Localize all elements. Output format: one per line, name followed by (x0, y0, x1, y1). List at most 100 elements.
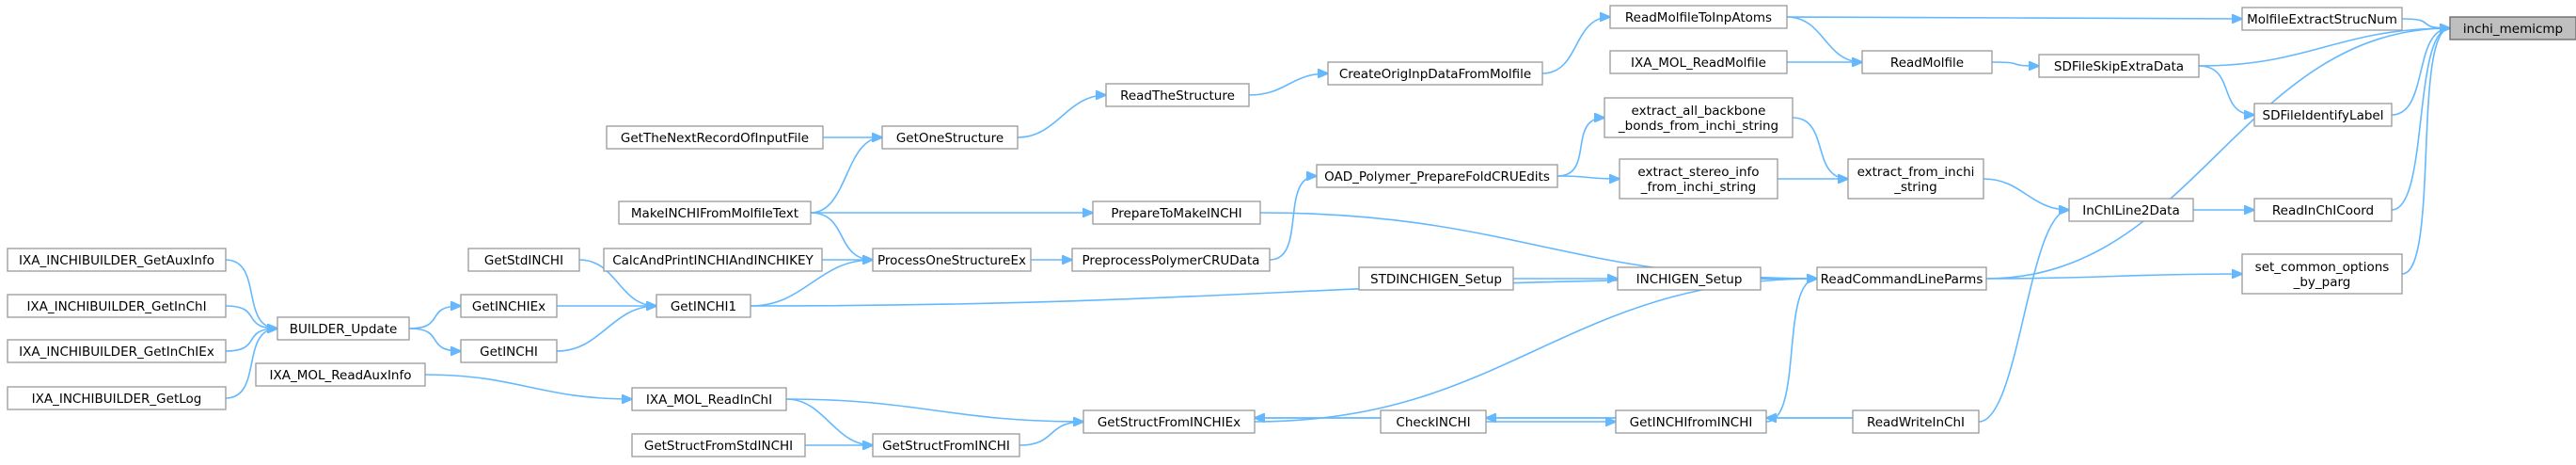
node-ixa-inchibuilder-getauxinfo[interactable]: IXA_INCHIBUILDER_GetAuxInfo (7, 248, 227, 272)
node-calcandprintinchiandinchikey[interactable]: CalcAndPrintINCHIAndINCHIKEY (603, 248, 823, 272)
node-getstructfrominchiex[interactable]: GetStructFromINCHIEx (1083, 409, 1256, 434)
node-label: GetINCHI (480, 345, 538, 360)
node-oad-polymer-preparefoldcruedits[interactable]: OAD_Polymer_PrepareFoldCRUEdits (1316, 164, 1558, 188)
node-box (1358, 266, 1514, 291)
node-label: IXA_MOL_ReadInChI (646, 393, 772, 408)
node-builder-update[interactable]: BUILDER_Update (277, 316, 410, 341)
node-readcommandlineparms[interactable]: ReadCommandLineParms (1816, 266, 1987, 291)
node-label: ReadTheStructure (1120, 88, 1235, 104)
node-getstdinchi[interactable]: GetStdINCHI (467, 248, 580, 272)
node-extract-all-backbone[interactable]: extract_all_backbone_bonds_from_inchi_st… (1604, 97, 1794, 138)
node-preprocesspolymercrudata[interactable]: PreprocessPolymerCRUData (1071, 248, 1271, 272)
node-getinchiex[interactable]: GetINCHIEx (460, 294, 558, 318)
node-label: extract_all_backbone (1632, 104, 1766, 119)
edge-builder-update-to-getinchi (408, 328, 461, 351)
node-ixa-inchibuilder-getinchiex[interactable]: IXA_INCHIBUILDER_GetInChIEx (7, 339, 227, 363)
node-label: _by_parg (2293, 275, 2351, 290)
node-stdinchigen-setup[interactable]: STDINCHIGEN_Setup (1358, 266, 1514, 291)
edge-getinchi1-to-processonestructureex (750, 260, 873, 307)
node-inchiline2data[interactable]: InChILine2Data (2068, 198, 2194, 222)
node-readthestructure[interactable]: ReadTheStructure (1105, 83, 1250, 107)
edge-readcommandlineparms-to-set-common-options-by-parg (1985, 274, 2242, 280)
node-set-common-options-by-parg[interactable]: set_common_options_by_parg (2241, 253, 2403, 295)
node-label: inchi_memicmp (2463, 22, 2563, 37)
node-label: PrepareToMakeINCHI (1111, 206, 1241, 221)
edge-readmolfiletoinpatoms-to-readmolfile (1786, 16, 1862, 62)
edge-getstructfrominchiex-to-readcommandlineparms (1254, 279, 1817, 423)
node-label: extract_stereo_info (1637, 165, 1759, 180)
node-label: GetINCHIEx (472, 299, 545, 314)
node-sdfileskipextradata[interactable]: SDFileSkipExtraData (2038, 54, 2200, 78)
node-getinchifrominchi[interactable]: GetINCHIfromINCHI (1615, 409, 1767, 434)
node-readmolfiletoinpatoms[interactable]: ReadMolfileToInpAtoms (1609, 5, 1788, 29)
node-box (255, 362, 426, 387)
node-label: GetINCHI1 (671, 299, 736, 314)
node-box (7, 248, 227, 272)
node-label: ReadInChICoord (2272, 203, 2374, 218)
node-box (872, 248, 1032, 272)
node-getstructfromstdinchi[interactable]: GetStructFromStdINCHI (631, 433, 806, 457)
node-box (2241, 253, 2403, 295)
edge-oad-polymer-preparefoldcruedits-to-extract-all-backbone (1557, 118, 1604, 177)
edge-extract-all-backbone-to-extract-from-inchi-string (1792, 117, 1848, 179)
edge-readinchicoord-to-inchi-memicmp (2391, 28, 2450, 211)
edge-extract-from-inchi-string-to-inchiline2data (1983, 178, 2069, 210)
node-label: IXA_INCHIBUILDER_GetInChIEx (19, 345, 214, 360)
node-box (277, 316, 410, 341)
edge-ixa-mol-readinchi-to-getstructfrominchi (785, 398, 873, 445)
node-sdfileidentifylabel[interactable]: SDFileIdentifyLabel (2253, 103, 2393, 127)
node-getstructfrominchi[interactable]: GetStructFromINCHI (872, 433, 1020, 457)
node-getinchi1[interactable]: GetINCHI1 (656, 294, 751, 318)
node-label: ReadCommandLineParms (1821, 272, 1983, 287)
edge-builder-update-to-getinchiex (408, 306, 461, 329)
node-label: _bonds_from_inchi_string (1618, 119, 1778, 134)
node-box (1615, 409, 1767, 434)
node-label: SDFileSkipExtraData (2054, 59, 2184, 74)
node-box (1847, 158, 1984, 200)
edge-ixa-inchibuilder-getlog-to-builder-update (225, 329, 277, 399)
node-readinchicoord[interactable]: ReadInChICoord (2253, 198, 2393, 222)
node-readmolfile[interactable]: ReadMolfile (1861, 50, 1993, 74)
node-readwriteinchi[interactable]: ReadWriteInChI (1852, 409, 1980, 434)
node-box (2241, 7, 2403, 31)
node-box (1316, 164, 1558, 188)
node-label: GetTheNextRecordOfInputFile (621, 131, 809, 146)
node-ixa-inchibuilder-getlog[interactable]: IXA_INCHIBUILDER_GetLog (7, 386, 227, 410)
node-createoriginpdatafrommolfile[interactable]: CreateOrigInpDataFromMolfile (1327, 61, 1543, 86)
node-label: STDINCHIGEN_Setup (1370, 272, 1502, 287)
edge-sdfileskipextradata-to-inchi-memicmp (2198, 28, 2450, 67)
node-checkinchi[interactable]: CheckINCHI (1380, 409, 1487, 434)
node-box (460, 294, 558, 318)
edge-makeinchifrommolfiletext-to-processonestructureex (810, 212, 873, 260)
node-makeinchifrommolfiletext[interactable]: MakeINCHIFromMolfileText (618, 200, 812, 225)
node-getinchi[interactable]: GetINCHI (460, 339, 558, 363)
node-getthenextrecordofinputfile[interactable]: GetTheNextRecordOfInputFile (606, 125, 824, 150)
node-ixa-mol-readmolfile[interactable]: IXA_MOL_ReadMolfile (1609, 50, 1788, 74)
node-box (618, 200, 812, 225)
node-inchigen-setup[interactable]: INCHIGEN_Setup (1617, 266, 1762, 291)
node-label: CheckINCHI (1396, 415, 1470, 430)
node-ixa-mol-readinchi[interactable]: IXA_MOL_ReadInChI (631, 387, 787, 411)
node-box (1619, 158, 1778, 200)
node-extract-from-inchi-string[interactable]: extract_from_inchi_string (1847, 158, 1984, 200)
edge-getstdinchi-to-getinchi1 (578, 259, 656, 306)
node-extract-stereo-info[interactable]: extract_stereo_info_from_inchi_string (1619, 158, 1778, 200)
node-preparetomakeinchi[interactable]: PrepareToMakeINCHI (1092, 200, 1261, 225)
nodes-layer: inchi_memicmp MolfileExtractStrucNumSDFil… (7, 5, 2576, 457)
node-molfileextractstrucnum[interactable]: MolfileExtractStrucNum (2241, 7, 2403, 31)
edge-set-common-options-by-parg-to-inchi-memicmp (2401, 28, 2450, 275)
node-ixa-inchibuilder-getinchi[interactable]: IXA_INCHIBUILDER_GetInChI (7, 294, 227, 318)
node-box (1852, 409, 1980, 434)
node-processonestructureex[interactable]: ProcessOneStructureEx (872, 248, 1032, 272)
node-label: BUILDER_Update (290, 322, 398, 337)
node-box (2068, 198, 2194, 222)
node-box (606, 125, 824, 150)
node-box (1083, 409, 1256, 434)
node-inchi-memicmp[interactable]: inchi_memicmp (2449, 16, 2576, 40)
node-label: GetStructFromINCHIEx (1098, 415, 1241, 430)
node-getonestructure[interactable]: GetOneStructure (881, 125, 1019, 150)
node-box (2253, 198, 2393, 222)
edge-ixa-inchibuilder-getinchi-to-builder-update (225, 305, 277, 329)
node-ixa-mol-readauxinfo[interactable]: IXA_MOL_ReadAuxInfo (255, 362, 426, 387)
node-box (467, 248, 580, 272)
